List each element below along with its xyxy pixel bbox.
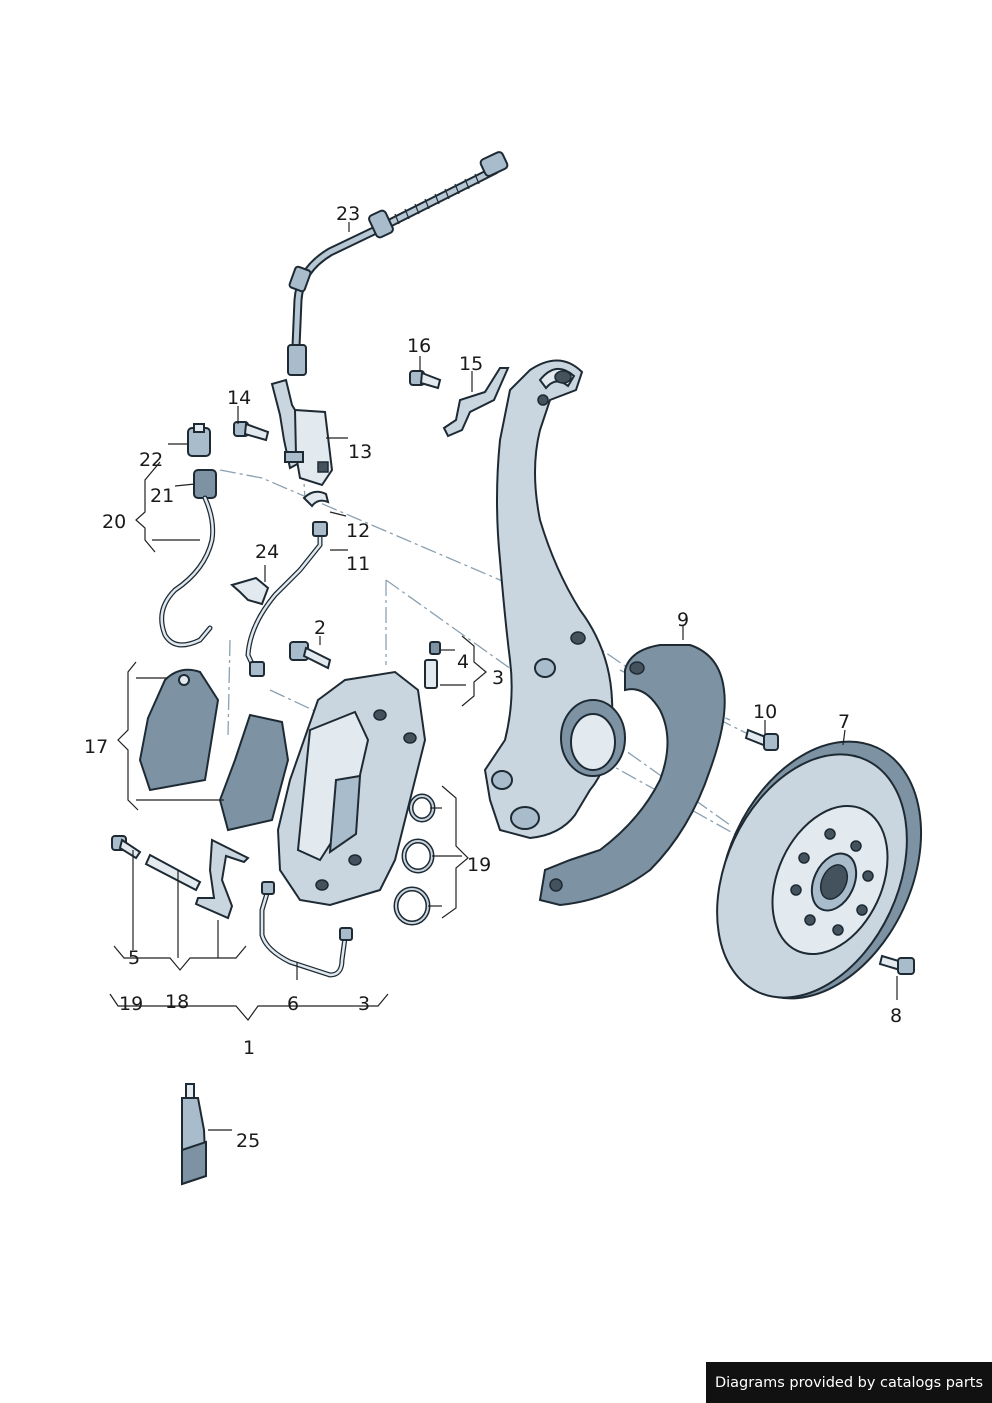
callout-5: 5 bbox=[128, 947, 140, 969]
callout-19-left: 19 bbox=[119, 993, 143, 1015]
callout-12: 12 bbox=[346, 520, 370, 542]
callout-20: 20 bbox=[102, 511, 126, 533]
callout-10: 10 bbox=[753, 701, 777, 723]
bolt-14 bbox=[233, 421, 270, 442]
clip-12 bbox=[302, 490, 330, 508]
callout-8: 8 bbox=[890, 1005, 902, 1027]
callout-22: 22 bbox=[139, 449, 163, 471]
bracket-15 bbox=[442, 367, 510, 438]
bolt-8 bbox=[878, 954, 915, 975]
callout-19-right: 19 bbox=[467, 854, 491, 876]
callout-25: 25 bbox=[236, 1130, 260, 1152]
leader-lines bbox=[109, 222, 898, 1131]
callout-13: 13 bbox=[348, 441, 372, 463]
brake-pipe-6 bbox=[259, 881, 353, 978]
callout-3-bottom: 3 bbox=[358, 993, 370, 1015]
callout-4: 4 bbox=[457, 651, 469, 673]
callout-2: 2 bbox=[314, 617, 326, 639]
bolt-2 bbox=[289, 641, 332, 670]
callout-23: 23 bbox=[336, 203, 360, 225]
callout-15: 15 bbox=[459, 353, 483, 375]
clip-24 bbox=[229, 576, 270, 606]
brake-pads bbox=[138, 668, 290, 832]
footer-text: Diagrams provided by catalogs parts bbox=[714, 1374, 984, 1391]
credit-footer: Diagrams provided by catalogs parts bbox=[706, 1362, 992, 1403]
bolt-10 bbox=[744, 728, 779, 751]
bolt-16 bbox=[409, 370, 442, 390]
callout-6: 6 bbox=[287, 993, 299, 1015]
callout-11: 11 bbox=[346, 553, 370, 575]
wear-sensor-connector bbox=[159, 423, 217, 648]
callout-7: 7 bbox=[838, 711, 850, 733]
brake-disc bbox=[716, 740, 923, 1000]
steering-knuckle bbox=[483, 359, 626, 840]
brake-pipe-11 bbox=[245, 521, 328, 677]
callout-18: 18 bbox=[165, 991, 189, 1013]
brake-hose bbox=[287, 151, 509, 376]
grease-tube bbox=[181, 1083, 208, 1186]
callout-16: 16 bbox=[407, 335, 431, 357]
callout-3-top: 3 bbox=[492, 667, 504, 689]
small-hardware bbox=[111, 835, 250, 920]
callout-1: 1 bbox=[243, 1037, 255, 1059]
callout-labels: 23 16 15 14 13 22 21 20 12 11 24 9 2 4 3… bbox=[84, 203, 902, 1152]
callout-14: 14 bbox=[227, 387, 251, 409]
callout-9: 9 bbox=[677, 609, 689, 631]
bleed-valve bbox=[424, 641, 441, 689]
hose-bracket bbox=[270, 378, 334, 487]
brake-caliper bbox=[276, 670, 427, 907]
splash-shield bbox=[538, 644, 726, 907]
callout-17: 17 bbox=[84, 736, 108, 758]
callout-24: 24 bbox=[255, 541, 279, 563]
callout-21: 21 bbox=[150, 485, 174, 507]
